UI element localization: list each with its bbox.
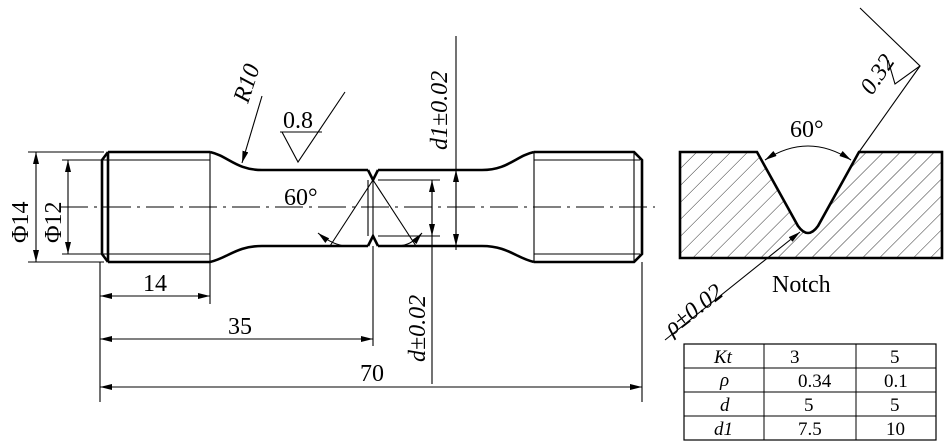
table-row-rho-header: ρ <box>719 370 729 391</box>
notch-caption: Notch <box>772 272 831 298</box>
notch-section-hatch <box>680 152 942 258</box>
table-row-d-header: d <box>720 395 730 416</box>
right-fillet-bottom <box>378 244 535 264</box>
specimen-outline <box>60 150 655 264</box>
table-row-d-col2: 5 <box>890 395 900 416</box>
dim-14-label: 14 <box>143 271 167 297</box>
roughness-center: 0.8 <box>280 91 346 164</box>
notch-section-outline <box>678 150 944 260</box>
table-row-rho-col1: 0.34 <box>798 371 832 392</box>
left-grip <box>100 150 210 264</box>
d-dimension: d±0.02 <box>378 179 440 384</box>
dim-35-label: 35 <box>228 314 252 340</box>
left-fillet-bottom <box>209 244 368 264</box>
phi12-label: Φ12 <box>41 201 67 243</box>
table-row-kt-col2: 5 <box>890 347 900 368</box>
notch-detail-rho-label: ρ±0.02 <box>659 279 728 341</box>
notch-detail-angle: 60° <box>790 117 824 143</box>
right-grip <box>534 150 644 264</box>
d1-dimension: d1±0.02 <box>427 36 459 250</box>
table-row-d-col1: 5 <box>804 395 814 416</box>
table-row-d1-col1: 7.5 <box>798 419 822 440</box>
notch-angle-construction: 60° <box>284 179 423 247</box>
table-row-d1-header: d1 <box>714 419 733 440</box>
parameter-table: Kt 3 5 ρ 0.34 0.1 d 5 5 d1 7.5 10 <box>683 343 937 441</box>
roughness-center-value: 0.8 <box>283 108 313 134</box>
diameter-dimensions: Φ14 Φ12 <box>8 151 104 263</box>
notch-detail-roughness: 0.32 <box>855 50 900 99</box>
dim-70-label: 70 <box>360 361 384 387</box>
phi14-label: Φ14 <box>8 201 34 243</box>
right-fillet-top <box>378 150 535 172</box>
notch-top <box>366 169 380 183</box>
radius-callout: R10 <box>229 61 266 164</box>
table-row-d1-col2: 10 <box>886 419 905 440</box>
notch-bottom <box>366 233 380 247</box>
table-row-kt-col1: 3 <box>790 347 800 368</box>
left-fillet-top <box>209 150 368 172</box>
d1-label: d1±0.02 <box>427 71 453 150</box>
radius-label: R10 <box>229 61 266 107</box>
table-row-kt-header: Kt <box>713 347 733 368</box>
length-dimensions: 14 35 70 <box>99 246 643 402</box>
notch-detail: 60° 0.32 ρ±0.02 Notch <box>659 7 944 341</box>
notch-angle-label: 60° <box>284 185 318 211</box>
table-row-rho-col2: 0.1 <box>884 371 908 392</box>
d-label: d±0.02 <box>405 295 431 362</box>
